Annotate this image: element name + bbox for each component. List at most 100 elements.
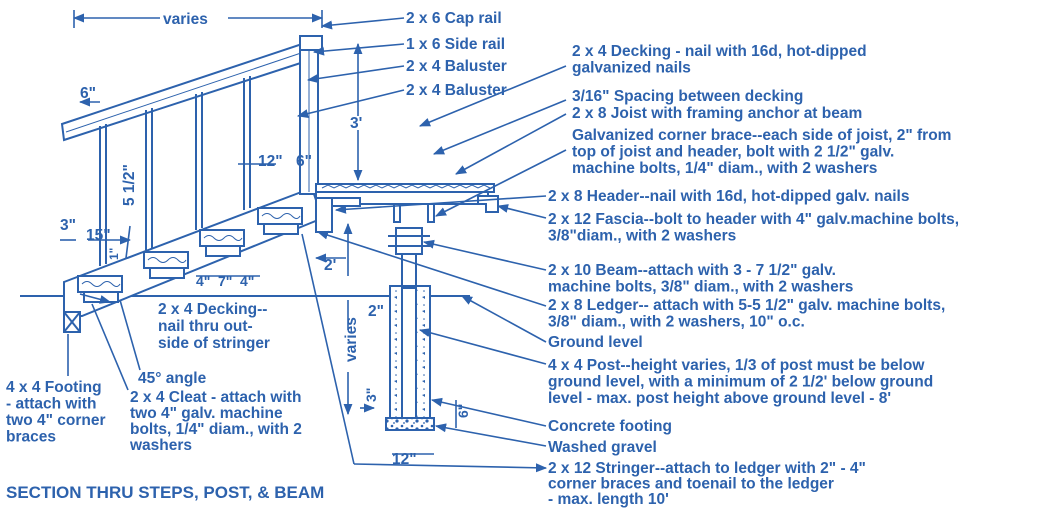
two-in-label: 2" (368, 303, 384, 320)
washed-gravel (385, 417, 435, 431)
four-a-label: 4" (196, 273, 210, 289)
cleat-line: washers (129, 437, 192, 454)
two-in-line: 2" (368, 303, 384, 320)
six-in-c-label: 6" (455, 404, 471, 418)
twelve-in-line: 12" (258, 153, 283, 170)
step-decking-line: side of stringer (158, 335, 270, 352)
cleat-line: bolts, 1/4" diam., with 2 (130, 421, 302, 438)
corner-brace-line: Galvanized corner brace--each side of jo… (572, 127, 951, 144)
fascia (477, 195, 499, 213)
four-b-line: 4" (240, 273, 254, 289)
dimension-lines (60, 10, 457, 455)
stringer-line: corner braces and toenail to the ledger (548, 476, 834, 493)
varies-top-label: varies (163, 11, 208, 28)
stringer-label: 2 x 12 Stringer--attach to ledger with 2… (548, 460, 866, 508)
washed-gravel-label: Washed gravel (548, 439, 657, 456)
baluster-1-line: 2 x 4 Baluster (406, 58, 507, 75)
seven-label: 7" (218, 273, 232, 289)
five-half-label: 5 1/2" (121, 164, 138, 206)
ground-level-line: Ground level (548, 334, 643, 351)
title-label: SECTION THRU STEPS, POST, & BEAM (6, 483, 324, 502)
corner-brace-1 (393, 203, 401, 223)
fifteen-in-label: 15" (86, 227, 111, 244)
three-in-label: 3" (60, 217, 76, 234)
footing-4x4-line: braces (6, 429, 56, 446)
header-board (315, 197, 333, 233)
beam-line: 2 x 10 Beam--attach with 3 - 7 1/2" galv… (548, 262, 836, 279)
post-label: 4 x 4 Post--height varies, 1/3 of post m… (548, 357, 933, 407)
step-decking-line: nail thru out- (158, 318, 253, 335)
step-decking-line: 2 x 4 Decking-- (158, 301, 267, 318)
two-ft-label: 2' (324, 257, 336, 274)
cap-rail-label: 2 x 6 Cap rail (406, 10, 502, 27)
corner-brace-label: Galvanized corner brace--each side of jo… (572, 127, 951, 177)
post-in-footing (401, 287, 417, 419)
three-ft-label: 3' (350, 115, 362, 132)
post-line: ground level, with a minimum of 2 1/2' b… (548, 374, 933, 391)
varies-top-line: varies (163, 11, 208, 28)
cleat-line: two 4" galv. machine (130, 405, 283, 422)
corner-brace-line: machine bolts, 1/4" diam., with 2 washer… (572, 160, 877, 177)
fascia-line: 2 x 12 Fascia--bolt to header with 4" ga… (548, 211, 959, 228)
decking-line: galvanized nails (572, 60, 691, 77)
beam-line: machine bolts, 3/8" diam., with 2 washer… (548, 279, 853, 296)
ledger-label: 2 x 8 Ledger-- attach with 5-5 1/2" galv… (548, 297, 945, 331)
joist-line: 2 x 8 Joist with framing anchor at beam (572, 105, 862, 122)
three-in-b-line: 3" (363, 388, 379, 402)
one-in-label: 1" (107, 248, 121, 260)
step-decking-label: 2 x 4 Decking--nail thru out-side of str… (158, 301, 270, 352)
title-line: SECTION THRU STEPS, POST, & BEAM (6, 483, 324, 502)
baluster-1-label: 2 x 4 Baluster (406, 58, 507, 75)
three-in-line: 3" (60, 217, 76, 234)
deck-structure (20, 35, 499, 431)
six-in-line: 6" (80, 85, 96, 102)
leader-lines (67, 17, 567, 473)
one-in-line: 1" (107, 248, 121, 260)
fascia-label: 2 x 12 Fascia--bolt to header with 4" ga… (548, 211, 959, 245)
tread-grain (81, 213, 301, 287)
fifteen-in-line: 15" (86, 227, 111, 244)
four-b-label: 4" (240, 273, 254, 289)
washed-gravel-line: Washed gravel (548, 439, 657, 456)
baluster-2-line: 2 x 4 Baluster (406, 82, 507, 99)
twelve-in-label: 12" (258, 153, 283, 170)
cleat-line: 2 x 4 Cleat - attach with (130, 389, 301, 406)
stair-cap-rail (60, 43, 317, 142)
side-rail-line: 1 x 6 Side rail (406, 36, 505, 53)
post-line: level - max. post height above ground le… (548, 390, 891, 407)
six-in-c-line: 6" (455, 404, 471, 418)
spacing-line: 3/16" Spacing between decking (572, 88, 803, 105)
corner-brace-line: top of joist and header, bolt with 2 1/2… (572, 144, 894, 161)
three-ft-line: 3' (350, 115, 362, 132)
seven-line: 7" (218, 273, 232, 289)
angle-line: 45° angle (138, 370, 207, 387)
fascia-line: 3/8"diam., with 2 washers (548, 228, 736, 245)
six-in-b-label: 6" (296, 153, 312, 170)
footing-4x4-line: 4 x 4 Footing (6, 379, 102, 396)
angle-label: 45° angle (138, 370, 207, 387)
stringer-line: - max. length 10' (548, 491, 669, 508)
ledger-line: 3/8" diam., with 2 washers, 10" o.c. (548, 314, 805, 331)
four-a-line: 4" (196, 273, 210, 289)
five-half-line: 5 1/2" (121, 164, 138, 206)
header-line: 2 x 8 Header--nail with 16d, hot-dipped … (548, 188, 909, 205)
ledger-line: 2 x 8 Ledger-- attach with 5-5 1/2" galv… (548, 297, 945, 314)
concrete-footing-label: Concrete footing (548, 418, 672, 435)
three-in-b-label: 3" (363, 388, 379, 402)
treads (77, 207, 303, 293)
ground-level-label: Ground level (548, 334, 643, 351)
six-in-label: 6" (80, 85, 96, 102)
decking-line: 2 x 4 Decking - nail with 16d, hot-dippe… (572, 43, 867, 60)
twelve-in-b-line: 12" (392, 451, 417, 468)
baluster-2-label: 2 x 4 Baluster (406, 82, 507, 99)
corner-brace-2 (427, 203, 435, 223)
six-in-b-line: 6" (296, 153, 312, 170)
cap-rail-block (299, 35, 323, 51)
beam-label: 2 x 10 Beam--attach with 3 - 7 1/2" galv… (548, 262, 853, 296)
stringer-line: 2 x 12 Stringer--attach to ledger with 2… (548, 460, 866, 477)
post-line: 4 x 4 Post--height varies, 1/3 of post m… (548, 357, 925, 374)
